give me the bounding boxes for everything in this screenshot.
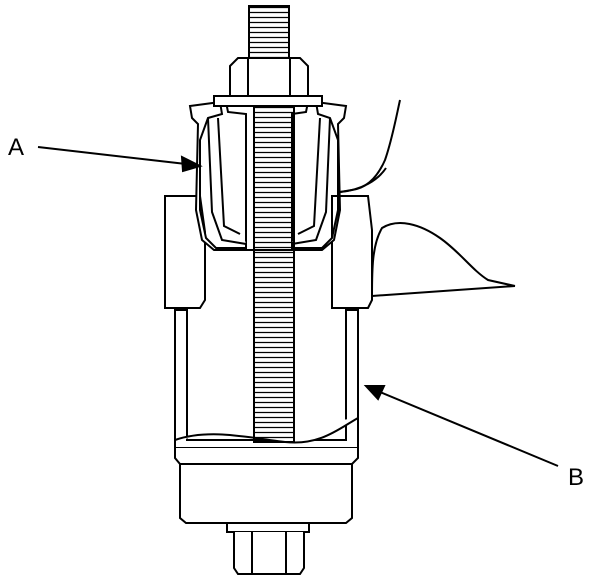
leader-arrow-a (37, 146, 203, 173)
hex-nut (229, 57, 309, 97)
cup-tool-b (174, 309, 359, 575)
leader-arrow-b (363, 385, 559, 467)
surrounding-part (339, 99, 516, 297)
callout-label-b: B (568, 464, 585, 491)
threaded-bolt (248, 5, 295, 443)
callout-label-a: A (8, 134, 25, 161)
washer (213, 95, 323, 107)
bushing (164, 195, 373, 309)
